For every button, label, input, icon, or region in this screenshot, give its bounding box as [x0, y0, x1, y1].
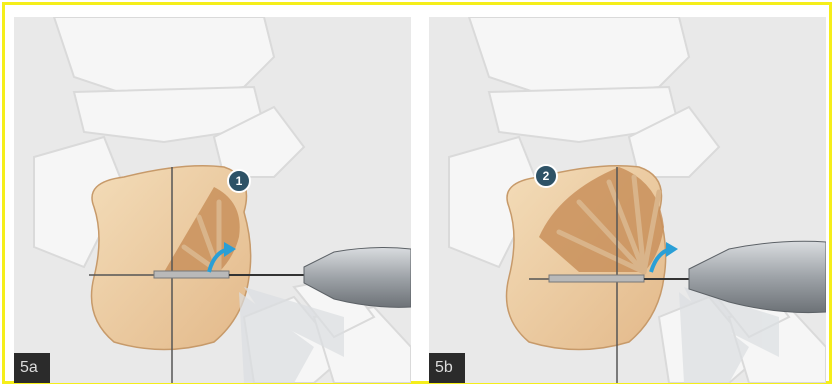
step-label: 5a [14, 353, 50, 383]
illustration-5a [14, 17, 411, 383]
screw [549, 275, 644, 282]
step-badge: 1 [227, 169, 251, 193]
screw [154, 271, 229, 278]
step-label: 5b [429, 353, 465, 383]
figure-frame: 1 5a [2, 2, 832, 384]
illustration-5b [429, 17, 826, 383]
step-badge: 2 [534, 164, 558, 188]
panel-5b: 2 5b [429, 17, 826, 383]
panel-5a: 1 5a [14, 17, 411, 383]
